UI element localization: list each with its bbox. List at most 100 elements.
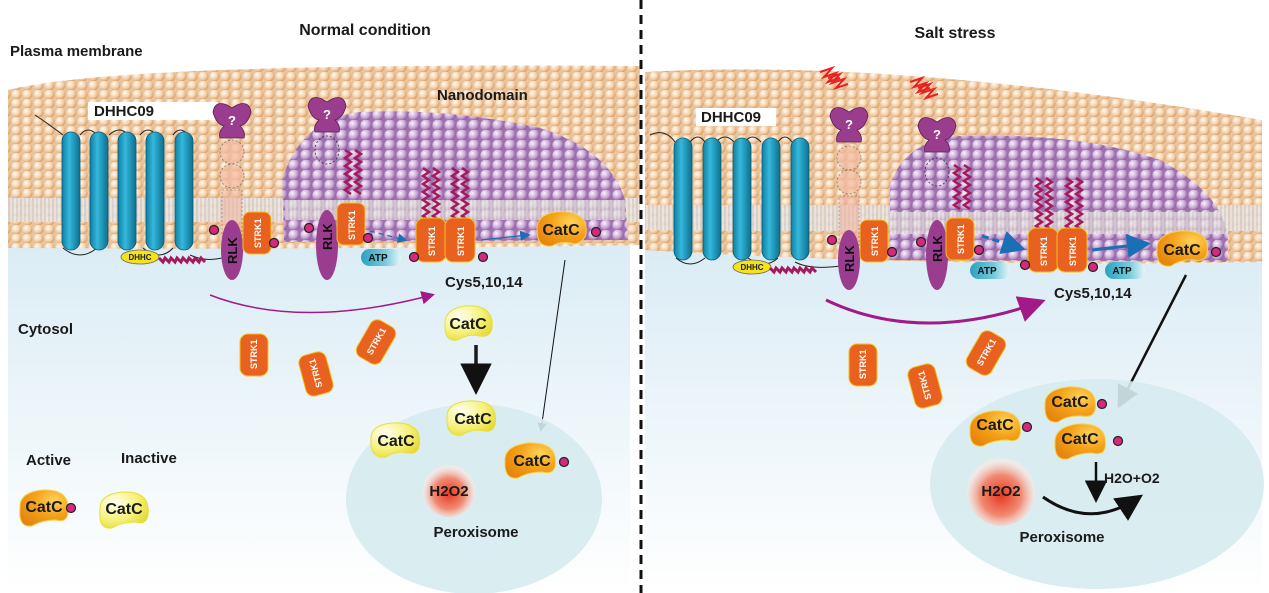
dhhc09-helix: [790, 137, 810, 261]
strk1-label: STRK1: [858, 349, 868, 379]
phosphate-icon: [408, 251, 420, 263]
phosphorylation-arrow-normal: [480, 230, 531, 241]
unknown-receptor-icon: [307, 97, 347, 133]
activation-arrow-dashed-salt: [981, 231, 1026, 255]
dhhc09-helix: [174, 131, 194, 251]
palmitoyl-chain-icon: [157, 255, 207, 265]
phosphorylation-arrow-salt: [1091, 234, 1151, 258]
catc-label: CatC: [1051, 394, 1089, 411]
unknown-receptor-icon: [917, 117, 957, 153]
catc-label: CatC: [454, 411, 492, 428]
product-label: H2O+O2: [1104, 470, 1160, 486]
normal-condition-title: Normal condition: [299, 22, 431, 39]
dhhc-domain-label-normal: DHHC: [128, 253, 151, 262]
dhhc09-label-normal: DHHC09: [94, 103, 154, 120]
dhhc09-helix: [145, 131, 165, 251]
dhhc-domain-label-salt: DHHC: [740, 263, 763, 272]
catc-active-membrane-normal: CatC: [536, 211, 602, 247]
dhhc09-helix: [89, 131, 109, 251]
catc-label: CatC: [449, 316, 487, 333]
palmitoyl-chain-icon: [1033, 176, 1085, 240]
unknown-receptor-icon: [829, 107, 869, 143]
unknown-receptor-label: ?: [845, 117, 853, 132]
rlk-label: RLK: [930, 235, 945, 262]
rlk-receptor-2-normal: ? RLK: [303, 97, 347, 280]
rlk-receptor-2-salt: ? RLK: [915, 117, 957, 290]
strk1-membrane-1-salt: STRK1: [859, 219, 898, 263]
catc-inactive-peroxisome-1: CatC: [446, 400, 496, 436]
dhhc09-helix: [732, 137, 752, 261]
strk1-membrane-2-normal: STRK1: [336, 148, 374, 246]
catc-label: CatC: [542, 222, 580, 239]
catc-active-peroxisome-normal: CatC: [504, 442, 570, 479]
phosphate-icon: [1210, 246, 1222, 258]
strk1-membrane-2-salt: STRK1: [945, 163, 985, 261]
catalysis-arrow-curve: [1042, 494, 1143, 521]
legend-inactive-label: Inactive: [121, 450, 177, 467]
catc-active-peroxisome-salt-1: CatC: [1044, 386, 1108, 423]
phosphate-icon: [826, 234, 838, 246]
dhhc09-helix: [117, 131, 137, 251]
palmitoyl-chain-icon: [951, 163, 973, 211]
strk1-label: STRK1: [347, 210, 357, 240]
strk1-label: STRK1: [253, 218, 263, 248]
catc-inactive-cytosol-normal: CatC: [444, 305, 493, 341]
legend-catc-active: CatC: [19, 489, 77, 527]
legend-catc-inactive: CatC: [99, 491, 149, 529]
phosphate-icon: [590, 226, 602, 238]
unknown-receptor-label: ?: [228, 113, 236, 128]
phosphate-icon: [477, 251, 489, 263]
strk1-membrane-1-normal: STRK1: [242, 211, 280, 255]
dhhc09-helix: [673, 137, 693, 261]
strk1-label: STRK1: [956, 224, 966, 254]
catc-active-peroxisome-salt-2: CatC: [969, 410, 1033, 447]
atp-badge-salt-1: ATP: [970, 262, 1010, 279]
catc-label: CatC: [1163, 242, 1201, 259]
unknown-receptor-icon: [212, 103, 252, 139]
salt-stress-title: Salt stress: [915, 25, 996, 42]
h2o2-label-salt: H2O2: [981, 483, 1020, 500]
phosphate-icon: [1021, 421, 1033, 433]
phosphate-icon: [1112, 435, 1124, 447]
unknown-receptor-label: ?: [323, 107, 331, 122]
cys-sites-label-salt: Cys5,10,14: [1054, 285, 1132, 302]
peroxisome-label-salt: Peroxisome: [1019, 529, 1104, 546]
dhhc-domain-normal: [120, 249, 160, 265]
cytosol-label: Cytosol: [18, 321, 73, 338]
phosphate-icon: [1087, 261, 1099, 273]
dhhc09-transmembrane-normal: DHHC09 DHHC: [34, 102, 223, 265]
nanodomain-label: Nanodomain: [437, 87, 528, 104]
atp-label: ATP: [1112, 266, 1132, 277]
palmitoyl-chain-icon: [420, 166, 471, 230]
strk1-label: STRK1: [427, 226, 437, 256]
palmitoyl-chain-icon: [342, 148, 364, 196]
phosphate-icon: [886, 246, 898, 258]
salt-signal-icon: [819, 65, 849, 91]
phosphate-icon: [65, 502, 77, 514]
dhhc09-helix: [61, 131, 81, 251]
rlk-label: RLK: [320, 223, 335, 250]
strk1-cytosolic-salt: STRK1 STRK1 STRK1: [848, 330, 1007, 409]
dhhc09-transmembrane-salt: DHHC09 DHHC: [649, 108, 841, 275]
phosphate-icon: [1019, 259, 1031, 271]
phosphate-icon: [268, 237, 280, 249]
h2o2-blob-normal: [423, 465, 475, 517]
strk1-dimer-salt: STRK1 STRK1: [1019, 176, 1099, 273]
palmitoylation-arrow-salt: [825, 296, 1046, 325]
dhhc09-helix: [702, 137, 722, 261]
h2o2-label-normal: H2O2: [429, 483, 468, 500]
rlk-receptor-1-salt: ? RLK: [826, 107, 869, 290]
strk1-cytosolic-normal: STRK1 STRK1 STRK1: [239, 319, 397, 397]
catc-label: CatC: [513, 453, 551, 470]
rlk-label: RLK: [225, 237, 240, 264]
phosphate-icon: [208, 224, 220, 236]
phosphate-icon: [973, 244, 985, 256]
atp-label: ATP: [977, 266, 997, 277]
phosphate-icon: [362, 232, 374, 244]
h2o2-blob-salt: [967, 458, 1035, 526]
atp-badge-salt-2: ATP: [1105, 262, 1145, 279]
catc-label: CatC: [105, 501, 143, 518]
phosphate-icon: [915, 236, 927, 248]
salt-signal-icon: [909, 75, 939, 101]
